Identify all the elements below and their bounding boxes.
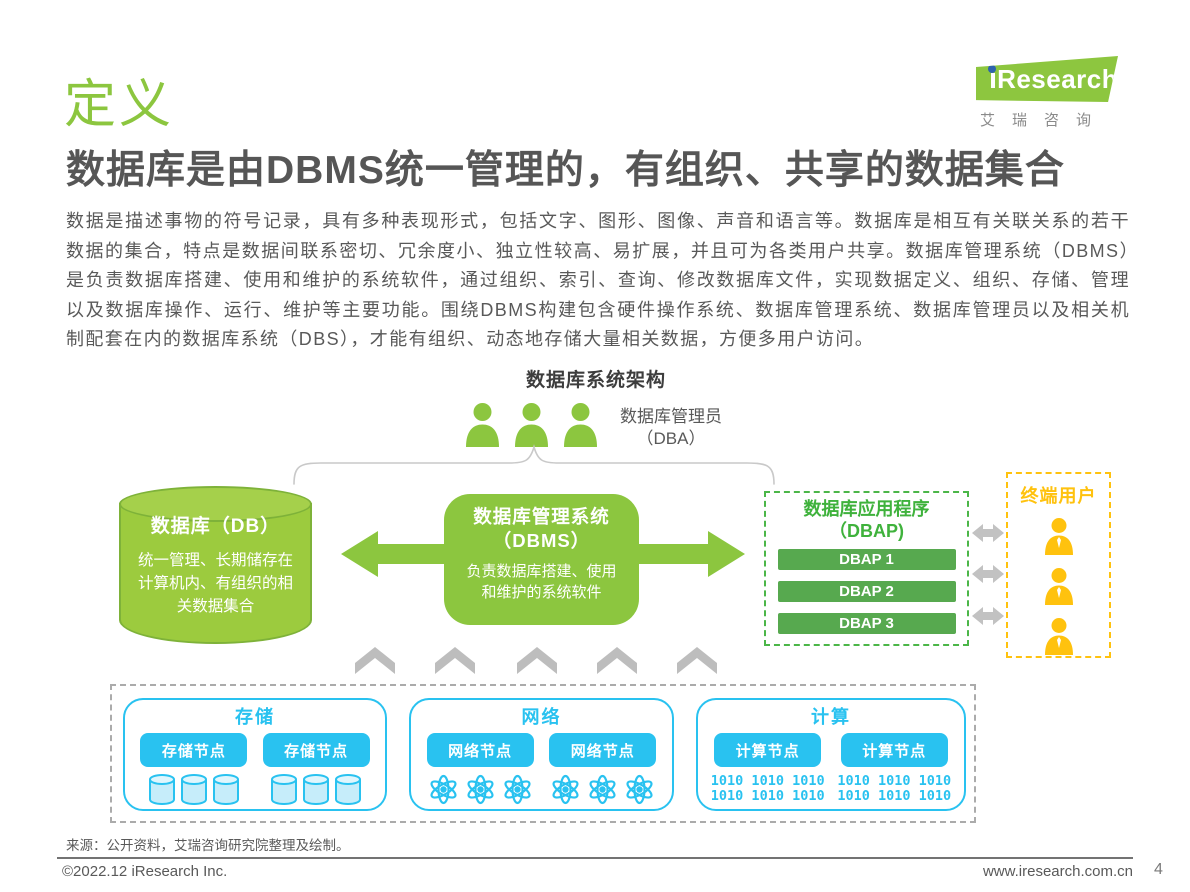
page-headline: 数据库是由DBMS统一管理的，有组织、共享的数据集合 xyxy=(66,149,1065,192)
dba-icon-group xyxy=(464,402,599,447)
iresearch-logo: i Research 艾瑞咨询 xyxy=(966,56,1136,130)
up-chevron-icon xyxy=(677,647,717,674)
storage-icon-row xyxy=(271,774,362,805)
database-cylinder-icon xyxy=(271,774,298,805)
dbap-app-bar: DBAP 1 xyxy=(777,549,956,570)
network-icon-row xyxy=(428,774,533,805)
atom-icon xyxy=(430,774,457,805)
network-node-pill: 网络节点 xyxy=(549,733,657,767)
database-cylinder-icon xyxy=(335,774,362,805)
compute-node-pill: 计算节点 xyxy=(714,733,822,767)
storage-box: 存储 存储节点 xyxy=(123,698,387,811)
dbms-title: 数据库管理系统 （DBMS） xyxy=(473,506,610,551)
admin-person-icon xyxy=(515,403,548,447)
dba-label-line2: （DBA） xyxy=(636,429,706,448)
logo-banner: i Research xyxy=(976,56,1118,102)
network-title: 网络 xyxy=(521,707,562,727)
end-user-icon-group xyxy=(1008,517,1109,655)
logo-brand-text: Research xyxy=(997,63,1119,94)
website-url: www.iresearch.com.cn xyxy=(982,863,1133,880)
cylinder-top xyxy=(119,486,312,522)
network-box: 网络 网络节点 xyxy=(409,698,674,811)
database-cylinder-icon xyxy=(180,774,207,805)
intro-paragraph: 数据是描述事物的符号记录，具有多种表现形式，包括文字、图形、图像、声音和语言等。… xyxy=(66,211,1130,349)
footer-divider xyxy=(57,857,1133,859)
diagram-title: 数据库系统架构 xyxy=(525,370,666,391)
up-chevron-icon xyxy=(355,647,395,674)
dba-label-line1: 数据库管理员 xyxy=(620,407,722,426)
section-title: 定义 xyxy=(64,76,175,134)
network-icon-row xyxy=(550,774,655,805)
binary-code-text: 1010 1010 1010 1010 1010 1010 xyxy=(710,773,825,804)
db-description: 统一管理、长期储存在 计算机内、有组织的相 关数据集合 xyxy=(137,552,293,615)
logo-i-glyph: i xyxy=(987,62,998,95)
user-person-icon xyxy=(1044,568,1073,605)
dbap-title: 数据库应用程序 （DBAP) xyxy=(803,499,930,541)
compute-box: 计算 计算节点 1010 1010 1010 1010 1010 1010 计算… xyxy=(696,698,966,811)
network-node-pill: 网络节点 xyxy=(426,733,534,767)
page-number: 4 xyxy=(1154,861,1163,878)
brace-connector xyxy=(293,444,775,485)
storage-node-pill: 存储节点 xyxy=(140,733,248,767)
end-user-box: 终端用户 xyxy=(1006,472,1111,658)
database-cylinder-icon xyxy=(148,774,175,805)
dbms-box: 数据库管理系统 （DBMS） 负责数据库搭建、使用 和维护的系统软件 xyxy=(444,494,639,625)
storage-title: 存储 xyxy=(235,707,275,727)
double-arrow-icon xyxy=(972,524,1004,542)
infrastructure-box: 存储 存储节点 xyxy=(110,684,976,823)
atom-icon xyxy=(626,774,653,805)
atom-icon xyxy=(552,774,579,805)
admin-person-icon xyxy=(466,403,499,447)
dba-label: 数据库管理员 （DBA） xyxy=(597,406,745,450)
atom-icon xyxy=(467,774,494,805)
dbap-app-bar: DBAP 3 xyxy=(777,613,956,634)
admin-person-icon xyxy=(564,403,597,447)
up-chevron-icon xyxy=(435,647,475,674)
end-user-title: 终端用户 xyxy=(1020,486,1097,506)
cylinder-body xyxy=(119,503,312,644)
binary-code-text: 1010 1010 1010 1010 1010 1010 xyxy=(837,773,952,804)
database-cylinder-icon xyxy=(303,774,330,805)
compute-node-pill: 计算节点 xyxy=(840,733,948,767)
user-person-icon xyxy=(1044,618,1073,655)
logo-chinese-name: 艾瑞咨询 xyxy=(980,112,1109,129)
dbap-app-list: DBAP 1 DBAP 2 DBAP 3 xyxy=(766,549,967,634)
dbms-description: 负责数据库搭建、使用 和维护的系统软件 xyxy=(466,563,617,601)
dbap-box: 数据库应用程序 （DBAP) DBAP 1 DBAP 2 DBAP 3 xyxy=(764,491,969,646)
compute-title: 计算 xyxy=(811,707,851,727)
storage-icon-row xyxy=(148,774,239,805)
up-chevron-icon xyxy=(597,647,637,674)
source-note: 来源：公开资料，艾瑞咨询研究院整理及绘制。 xyxy=(66,838,350,853)
storage-node-pill: 存储节点 xyxy=(262,733,370,767)
database-db-cylinder: 数据库（DB） 统一管理、长期储存在 计算机内、有组织的相 关数据集合 xyxy=(119,486,312,646)
copyright-text: ©2022.12 iResearch Inc. xyxy=(62,863,228,880)
atom-icon xyxy=(589,774,616,805)
dbap-app-bar: DBAP 2 xyxy=(777,581,956,602)
database-cylinder-icon xyxy=(212,774,239,805)
db-title: 数据库（DB） xyxy=(150,516,281,537)
atom-icon xyxy=(504,774,531,805)
double-arrow-icon xyxy=(972,607,1004,625)
double-arrow-icon xyxy=(972,565,1004,583)
user-person-icon xyxy=(1044,518,1073,555)
up-chevron-icon xyxy=(517,647,557,674)
